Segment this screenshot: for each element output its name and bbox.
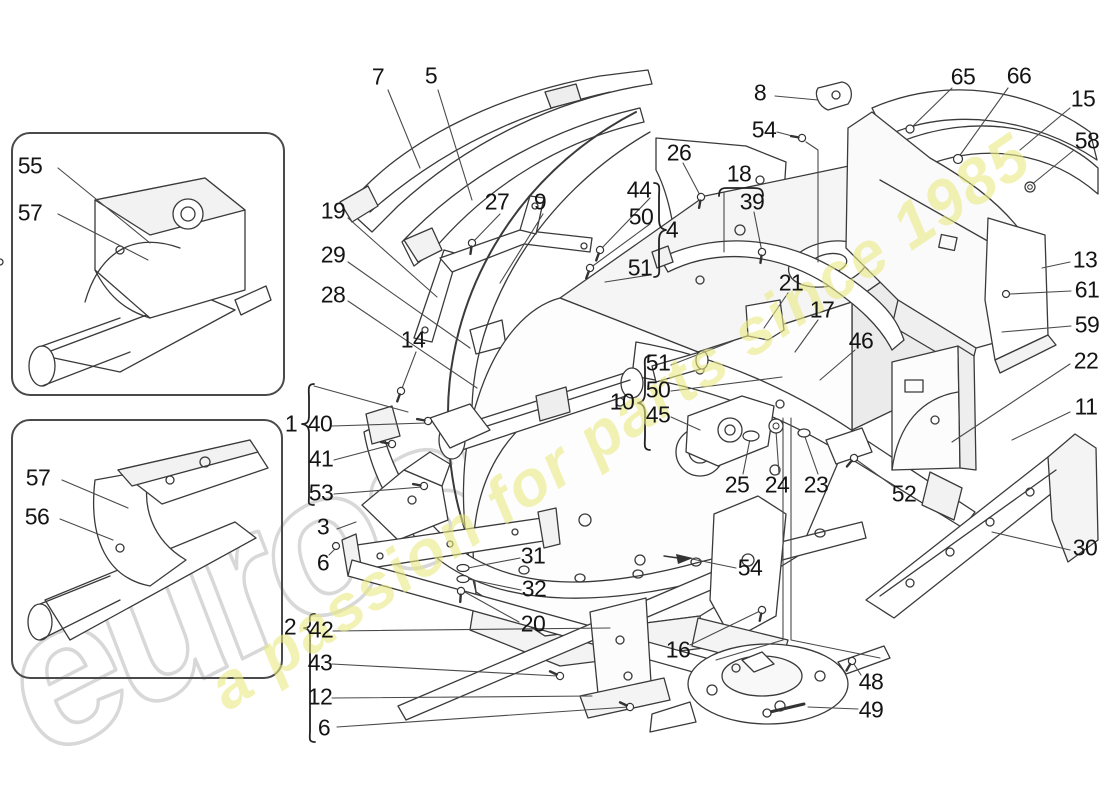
part-callout-9: 9: [533, 188, 547, 215]
part-callout-44: 44: [626, 176, 652, 203]
part-callout-32: 32: [521, 575, 547, 602]
part-callout-65: 65: [950, 63, 976, 90]
brace-group-1: [301, 383, 315, 506]
part-callout-22: 22: [1073, 347, 1099, 374]
brace-group-18: [718, 187, 764, 197]
brace-group-10: [637, 355, 651, 451]
part-callout-5: 5: [424, 62, 438, 89]
fasteners: [331, 124, 1036, 718]
brace-group-2: [303, 613, 316, 743]
part-callout-43: 43: [307, 649, 333, 676]
part-callout-61: 61: [1074, 276, 1100, 303]
part-callout-3: 3: [316, 513, 330, 540]
subframe-braces-drawing: [341, 451, 789, 721]
side-rail-drawing: [631, 299, 976, 529]
part-callout-54: 54: [751, 116, 777, 143]
part-callout-20: 20: [520, 610, 546, 637]
part-callout-42: 42: [308, 616, 334, 643]
apron-panel-drawing: [825, 345, 977, 471]
part-callout-57b: 57: [25, 464, 51, 491]
part-callout-10: 10: [609, 388, 635, 415]
part-callout-6: 6: [316, 549, 330, 576]
steering-plate-drawing: [649, 643, 891, 733]
part-callout-45: 45: [645, 401, 671, 428]
inset-front-rail-assembly: [11, 419, 283, 679]
side-member-drawing: [865, 433, 1099, 619]
part-callout-7: 7: [371, 63, 385, 90]
part-callout-58: 58: [1074, 127, 1100, 154]
part-callout-39: 39: [739, 188, 765, 215]
part-callout-24: 24: [764, 471, 790, 498]
part-callout-2: 2: [283, 613, 297, 640]
part-callout-17: 17: [809, 296, 835, 323]
part-callout-52: 52: [891, 480, 917, 507]
part-callout-59: 59: [1074, 311, 1100, 338]
part-callout-12: 12: [307, 683, 333, 710]
part-callout-66: 66: [1006, 62, 1032, 89]
part-callout-18: 18: [726, 160, 752, 187]
part-callout-29: 29: [320, 241, 346, 268]
part-callout-4: 4: [665, 216, 679, 243]
group-braces: [301, 182, 764, 743]
part-callout-40: 40: [307, 410, 333, 437]
brace-group-4: [653, 182, 667, 278]
leader-lines: [57, 87, 1075, 728]
part-callout-28: 28: [320, 281, 346, 308]
part-callout-14: 14: [400, 326, 426, 353]
part-callout-26: 26: [666, 139, 692, 166]
part-callout-50: 50: [628, 203, 654, 230]
part-callout-51b: 51: [645, 349, 671, 376]
part-callout-49: 49: [858, 696, 884, 723]
part-callout-55: 55: [17, 152, 43, 179]
part-callout-30: 30: [1072, 534, 1098, 561]
part-callout-11: 11: [1074, 393, 1098, 420]
part-callout-41: 41: [308, 445, 334, 472]
part-callout-19: 19: [320, 197, 346, 224]
part-callout-23: 23: [803, 471, 829, 498]
part-callout-21: 21: [778, 269, 804, 296]
part-callout-27: 27: [484, 188, 510, 215]
part-callout-57: 57: [17, 199, 43, 226]
part-callout-1: 1: [284, 410, 298, 437]
part-callout-48: 48: [858, 668, 884, 695]
part-callout-13: 13: [1072, 246, 1098, 273]
part-callout-54b: 54: [737, 554, 763, 581]
inset-front-frame-assembly: [0, 132, 285, 396]
part-callout-25: 25: [724, 471, 750, 498]
part-callout-31: 31: [520, 542, 546, 569]
part-callout-51: 51: [627, 254, 653, 281]
upper-rail-drawing: [651, 240, 905, 351]
part-callout-15: 15: [1070, 85, 1096, 112]
part-callout-50b: 50: [645, 376, 671, 403]
part-callout-6b: 6: [317, 714, 331, 741]
part-callout-8: 8: [753, 79, 767, 106]
part-callout-56: 56: [24, 503, 50, 530]
part-callout-53: 53: [308, 479, 334, 506]
part-callout-16: 16: [665, 636, 691, 663]
part-callout-46: 46: [848, 327, 874, 354]
